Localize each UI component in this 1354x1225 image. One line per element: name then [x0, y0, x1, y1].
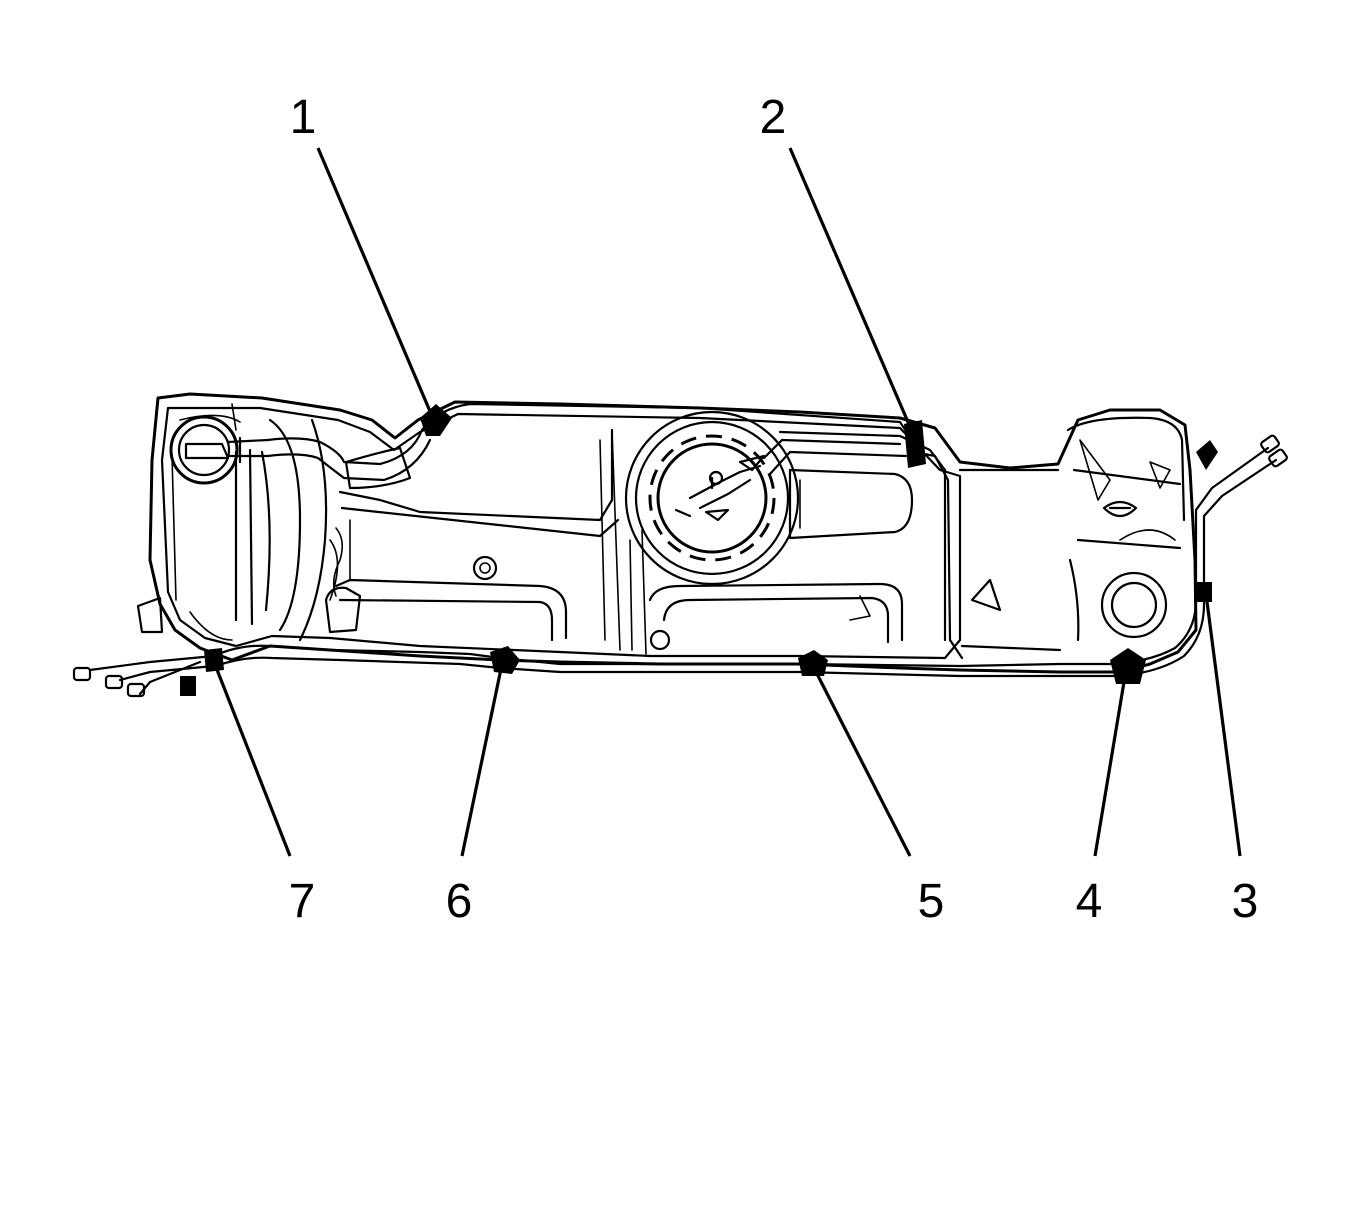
hose-upper-left — [344, 446, 412, 490]
leader-line-3 — [1204, 593, 1242, 857]
line-end-a — [72, 666, 92, 682]
pump-to-clip2-line — [762, 438, 908, 476]
line-end-e — [1268, 448, 1288, 468]
top-line-a — [266, 402, 914, 466]
bottom-line-b — [214, 458, 1278, 678]
clip-5 — [798, 650, 828, 676]
center-lower-panel — [334, 578, 568, 642]
clip-6 — [490, 646, 520, 674]
hose-wrap — [332, 527, 344, 597]
fuel-tank — [136, 392, 1218, 674]
pump-module-ring — [634, 420, 790, 576]
callout-labels: 1 2 3 4 5 6 7 — [289, 91, 1259, 928]
fill-neck-opening — [1100, 571, 1168, 639]
callout-6: 6 — [446, 875, 473, 928]
leader-line-1 — [316, 147, 434, 417]
line-end-c — [126, 682, 146, 698]
right-panel-boss — [649, 629, 671, 651]
leader-line-7 — [212, 661, 292, 857]
clip-4 — [1110, 648, 1146, 684]
line-end-d — [1260, 434, 1280, 454]
drain-plug-center — [479, 562, 491, 574]
left-chamber-ribs — [268, 418, 328, 642]
leader-line-6 — [460, 663, 504, 857]
fill-neck-inner — [1110, 581, 1158, 629]
callout-1: 1 — [290, 91, 317, 144]
clip-7 — [204, 648, 224, 672]
tank-inner-outline — [160, 406, 962, 660]
callout-2: 2 — [760, 91, 787, 144]
left-tab — [136, 596, 164, 634]
clip-3 — [1194, 582, 1212, 602]
pump-module-port — [708, 470, 724, 486]
center-upper-panel — [338, 428, 620, 538]
leader-lines — [212, 147, 1242, 857]
right-saddle-shading — [1079, 439, 1176, 541]
left-sender-connector — [184, 436, 270, 464]
callout-7: 7 — [289, 875, 316, 928]
hose-lower-left — [324, 586, 362, 634]
vent-fitting — [1102, 500, 1138, 518]
left-sender-ring — [177, 423, 231, 477]
pump-module-outer-ring — [624, 410, 800, 586]
right-saddle-body — [1066, 416, 1186, 642]
pump-module-fittings — [674, 454, 766, 522]
right-bracket-mark — [1196, 440, 1218, 470]
line-end-b — [104, 674, 124, 690]
clip-1 — [420, 404, 452, 436]
crossover-neck — [958, 468, 1062, 652]
left-chamber-detail — [171, 403, 241, 641]
callout-4: 4 — [1076, 875, 1103, 928]
right-panel-upper — [778, 430, 947, 642]
leader-line-2 — [788, 147, 916, 437]
leader-line-4 — [1093, 669, 1128, 857]
clips — [204, 404, 1212, 684]
top-line-b — [266, 438, 964, 660]
right-panel-details — [629, 479, 871, 655]
leader-line-5 — [812, 667, 912, 857]
tank-outline — [148, 392, 1198, 674]
left-chamber-wall — [234, 448, 271, 626]
right-panel-lower — [648, 582, 904, 644]
left-sender-opening — [169, 415, 239, 485]
callout-3: 3 — [1232, 875, 1259, 928]
pump-module-lock-ring — [648, 434, 776, 562]
callout-5: 5 — [918, 875, 945, 928]
drain-plug — [472, 555, 498, 581]
left-bracket-mark — [180, 676, 196, 696]
clip-2 — [904, 420, 926, 468]
pump-module-cover — [656, 442, 768, 554]
